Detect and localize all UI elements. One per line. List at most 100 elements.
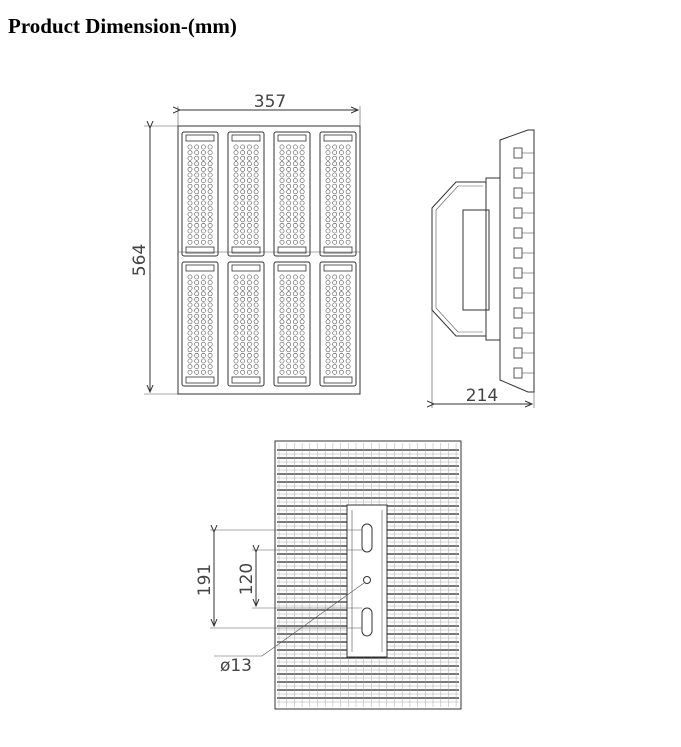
led-dot	[247, 217, 252, 223]
led-dot	[253, 285, 259, 291]
led-dot	[247, 325, 252, 330]
led-dot	[247, 155, 252, 161]
led-dot	[201, 178, 206, 183]
led-dot	[207, 172, 213, 178]
led-dot	[201, 211, 206, 217]
led-dot	[253, 189, 259, 195]
led-dot	[299, 200, 305, 206]
led-dot	[332, 347, 338, 353]
led-dot	[293, 369, 298, 375]
led-dot	[339, 239, 344, 245]
side-fin	[513, 347, 523, 359]
led-dot	[286, 330, 292, 336]
led-dot	[207, 144, 213, 150]
led-dot	[247, 211, 252, 217]
led-dot	[279, 183, 285, 189]
led-dot	[247, 228, 252, 234]
led-dot	[233, 325, 239, 330]
led-dot	[247, 189, 252, 195]
led-module-frame	[227, 261, 265, 387]
led-dot	[279, 274, 285, 280]
led-dot	[325, 211, 331, 217]
led-dot	[240, 228, 246, 234]
led-dot	[293, 319, 298, 325]
led-dot	[286, 302, 292, 308]
led-dot	[299, 223, 305, 228]
led-dot	[299, 285, 305, 291]
led-dot	[233, 313, 239, 319]
led-dot	[339, 330, 344, 336]
led-dot	[325, 297, 331, 302]
led-dot	[201, 308, 206, 313]
led-dot	[201, 172, 206, 178]
led-dot	[299, 234, 305, 239]
led-dot	[325, 217, 331, 223]
led-dot	[339, 217, 344, 223]
led-dot	[325, 228, 331, 234]
module-bottom-clip	[185, 246, 215, 254]
led-dot	[194, 228, 200, 234]
led-dot	[194, 211, 200, 217]
led-dot	[286, 353, 292, 358]
led-dot	[233, 302, 239, 308]
led-dot	[345, 313, 351, 319]
led-dot	[253, 319, 259, 325]
slot-top	[361, 523, 373, 553]
led-dot	[293, 223, 298, 228]
led-dot	[325, 353, 331, 358]
led-dot	[187, 353, 193, 358]
led-dot	[286, 308, 292, 313]
led-dot	[339, 144, 344, 150]
side-fin	[513, 327, 523, 339]
led-dot	[279, 308, 285, 313]
led-dot	[332, 144, 338, 150]
led-dot	[279, 195, 285, 200]
led-dot	[293, 297, 298, 302]
led-dot	[253, 195, 259, 200]
led-dot	[286, 347, 292, 353]
led-dot	[325, 167, 331, 172]
led-dot	[339, 325, 344, 330]
led-dot	[339, 234, 344, 239]
led-dot	[339, 274, 344, 280]
led-dot	[187, 358, 193, 364]
side-fin	[513, 187, 523, 199]
led-dot	[240, 189, 246, 195]
led-dot	[233, 347, 239, 353]
led-dot	[339, 195, 344, 200]
led-dot	[207, 330, 213, 336]
led-dot	[201, 239, 206, 245]
led-dot	[286, 183, 292, 189]
led-dot	[286, 172, 292, 178]
led-dot	[187, 285, 193, 291]
led-dot	[187, 228, 193, 234]
led-dot	[240, 325, 246, 330]
led-dot	[332, 200, 338, 206]
led-dot	[339, 223, 344, 228]
led-dot	[253, 167, 259, 172]
led-dot	[207, 308, 213, 313]
led-dot	[325, 172, 331, 178]
led-dot	[253, 302, 259, 308]
side-fin	[513, 147, 523, 159]
led-dot	[240, 161, 246, 167]
led-dot	[286, 155, 292, 161]
side-fin	[513, 227, 523, 239]
led-dot	[201, 234, 206, 239]
led-dot	[201, 313, 206, 319]
led-dot	[286, 325, 292, 330]
led-dot	[253, 239, 259, 245]
module-top-clip	[231, 264, 261, 272]
led-dot	[201, 144, 206, 150]
led-dot	[233, 217, 239, 223]
led-dot	[286, 364, 292, 369]
led-dot	[253, 358, 259, 364]
led-dot	[332, 280, 338, 285]
module-top-clip	[277, 134, 307, 142]
led-dot	[240, 178, 246, 183]
led-dot	[240, 223, 246, 228]
led-dot	[339, 308, 344, 313]
led-dot	[332, 161, 338, 167]
led-dot	[345, 234, 351, 239]
led-dot	[247, 313, 252, 319]
